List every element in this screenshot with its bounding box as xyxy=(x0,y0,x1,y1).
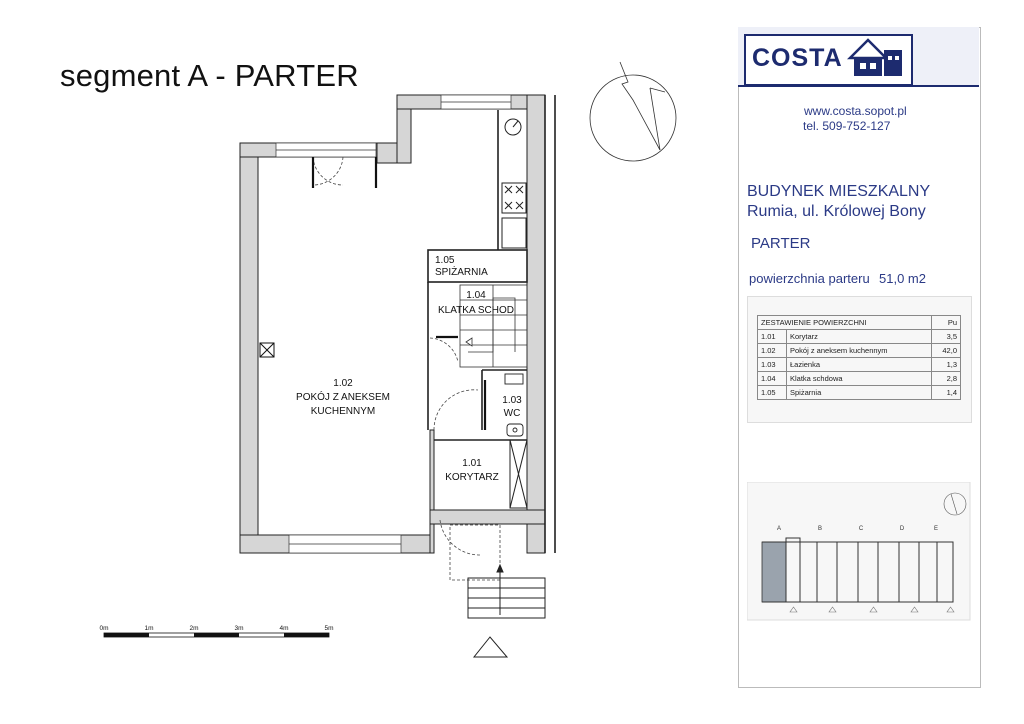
row-name: Korytarz xyxy=(786,329,932,344)
segment-d-label: D xyxy=(900,526,905,532)
segment-b-label: B xyxy=(818,526,822,532)
wardrobe xyxy=(509,439,528,509)
room-104-name: KLATKA SCHOD xyxy=(438,305,514,316)
building-address: Rumia, ul. Królowej Bony xyxy=(747,203,926,220)
room-103-name: WC xyxy=(504,408,521,419)
room-103-id: 1.03 xyxy=(502,395,522,406)
floor-name: PARTER xyxy=(751,235,811,252)
walls xyxy=(239,94,546,554)
room-101-name: KORYTARZ xyxy=(445,472,499,483)
room-105-id: 1.05 xyxy=(435,255,455,266)
house-logo-icon xyxy=(846,38,902,76)
row-id: 1.03 xyxy=(757,357,787,372)
table-row: 1.03 Łazienka 1,3 xyxy=(757,357,961,372)
table-row: 1.05 Spiżarnia 1,4 xyxy=(757,385,961,400)
room-102-name-2: KUCHENNYM xyxy=(311,406,375,417)
table-row: 1.04 Klatka schdowa 2,8 xyxy=(757,371,961,386)
scale-label-5: 5m xyxy=(324,625,333,632)
area-label: powierzchnia parteru xyxy=(749,271,870,286)
scale-label-3: 3m xyxy=(234,625,243,632)
segment-a-highlight xyxy=(761,541,787,603)
segment-e-label: E xyxy=(934,526,938,532)
row-name: Klatka schdowa xyxy=(786,371,932,386)
table-row: 1.02 Pokój z aneksem kuchennym 42,0 xyxy=(757,343,961,358)
table-header: ZESTAWIENIE POWIERZCHNI xyxy=(757,315,932,330)
brand-name: COSTA xyxy=(752,44,843,72)
room-102-id: 1.02 xyxy=(333,378,353,389)
segment-a-label: A xyxy=(777,526,781,532)
page-title: segment A - PARTER xyxy=(60,58,359,93)
north-arrow-icon xyxy=(589,61,677,162)
room-102-name-1: POKÓJ Z ANEKSEM xyxy=(296,390,390,403)
kitchen-appliances xyxy=(501,118,527,249)
staircase xyxy=(459,284,528,368)
scale-label-1: 1m xyxy=(144,625,153,632)
website: www.costa.sopot.pl xyxy=(804,104,907,118)
table-col-pu: Pu xyxy=(931,315,961,330)
building-type: BUDYNEK MIESZKALNY xyxy=(747,183,931,200)
wc-fixtures xyxy=(504,373,524,437)
area-table: ZESTAWIENIE POWIERZCHNI Pu 1.01 Korytarz… xyxy=(757,315,961,400)
interior-walls xyxy=(427,95,556,553)
table-header-row: ZESTAWIENIE POWIERZCHNI Pu xyxy=(757,315,961,330)
room-101-id: 1.01 xyxy=(462,458,482,469)
doors xyxy=(312,156,501,581)
key-plan: A B C D E xyxy=(747,482,971,621)
phone: tel. 509-752-127 xyxy=(803,119,891,133)
scale-label-2: 2m xyxy=(189,625,198,632)
row-area: 3,5 xyxy=(931,329,961,344)
ventilation-shaft-icon xyxy=(259,342,275,358)
room-104-id: 1.04 xyxy=(466,290,486,301)
row-name: Pokój z aneksem kuchennym xyxy=(786,343,932,358)
room-105-name: SPIŻARNIA xyxy=(435,265,488,278)
area-value: 51,0 m2 xyxy=(879,271,926,286)
row-area: 2,8 xyxy=(931,371,961,386)
row-area: 42,0 xyxy=(931,343,961,358)
scale-label-0: 0m xyxy=(99,625,108,632)
row-id: 1.04 xyxy=(757,371,787,386)
row-id: 1.02 xyxy=(757,343,787,358)
scale-label-4: 4m xyxy=(279,625,288,632)
scale-bar: 0m 1m 2m 3m 4m 5m xyxy=(99,625,334,638)
segment-c-label: C xyxy=(859,526,864,532)
row-id: 1.01 xyxy=(757,329,787,344)
key-north-icon xyxy=(943,492,967,516)
row-name: Spiżarnia xyxy=(786,385,932,400)
entrance-steps xyxy=(467,563,546,658)
windows xyxy=(275,94,512,554)
table-row: 1.01 Korytarz 3,5 xyxy=(757,329,961,344)
row-area: 1,3 xyxy=(931,357,961,372)
door-leaves xyxy=(311,157,487,430)
room-labels: 1.02 POKÓJ Z ANEKSEM KUCHENNYM 1.05 SPIŻ… xyxy=(296,255,522,483)
row-area: 1,4 xyxy=(931,385,961,400)
row-name: Łazienka xyxy=(786,357,932,372)
row-id: 1.05 xyxy=(757,385,787,400)
